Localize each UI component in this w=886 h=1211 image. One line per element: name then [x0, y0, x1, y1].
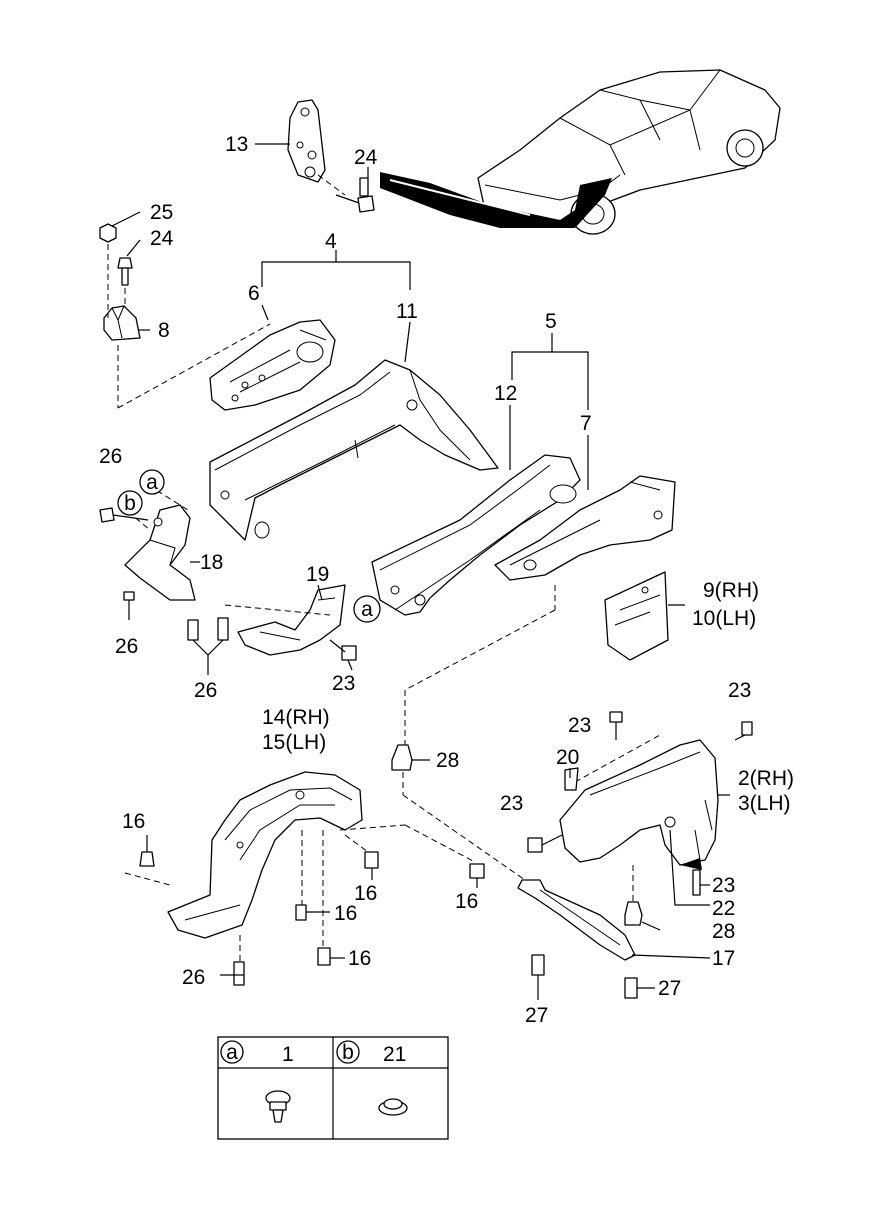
callout-2: 2(RH): [738, 767, 794, 790]
callout-23: 23: [500, 792, 523, 815]
callout-15: 15(LH): [262, 731, 326, 754]
part-11-side-member-lh: [209, 359, 499, 541]
callout-20: 20: [556, 746, 579, 769]
legend-part-1: 1: [282, 1043, 294, 1066]
callout-4: 4: [325, 230, 337, 253]
svg-text:a: a: [146, 471, 158, 494]
callout-13: 13: [225, 133, 248, 156]
part-28-clip: [391, 744, 643, 926]
marker-b: b: [117, 490, 143, 516]
part-17-strip: [517, 879, 636, 961]
bolt-icon: [117, 257, 133, 286]
callout-18: 18: [200, 551, 223, 574]
callout-26: 26: [182, 966, 205, 989]
callout-6: 6: [248, 282, 260, 305]
callout-14: 14(RH): [262, 706, 330, 729]
callout-26: 26: [99, 445, 122, 468]
callout-10: 10(LH): [692, 607, 756, 630]
grommet-plug-icon: [378, 1098, 408, 1116]
part-20-bracket: [564, 767, 579, 791]
nut-icon: [99, 223, 117, 243]
callout-25: 25: [150, 201, 173, 224]
marker-a-lower: a: [353, 595, 381, 623]
legend-marker-b: b: [336, 1040, 360, 1064]
callout-16: 16: [354, 882, 377, 905]
callout-16: 16: [122, 810, 145, 833]
callout-24: 24: [150, 227, 174, 250]
part-8-mount: [103, 305, 141, 341]
rivet-clip-icon: [265, 1090, 291, 1123]
part-7-apron-rh: [494, 475, 676, 581]
bolt-icon: [123, 591, 135, 620]
callout-26: 26: [194, 679, 217, 702]
callout-23: 23: [332, 672, 355, 695]
leader-lines: [111, 143, 730, 1000]
part-9-10-reinforcement: [604, 571, 669, 661]
callout-5: 5: [545, 310, 557, 333]
callout-28: 28: [712, 920, 735, 943]
callout-7: 7: [580, 412, 592, 435]
bolt-icon: [187, 617, 357, 661]
callout-12: 12: [494, 382, 517, 405]
callout-23: 23: [728, 679, 751, 702]
callout-3: 3(LH): [738, 792, 791, 815]
marker-a-upper: a: [139, 469, 165, 495]
callout-23: 23: [712, 874, 735, 897]
part-18-bracket: [124, 504, 196, 601]
callout-16: 16: [348, 947, 371, 970]
callout-8: 8: [158, 319, 170, 342]
callout-27: 27: [525, 1004, 548, 1027]
legend-table: a 1 b 21: [217, 1036, 449, 1140]
callout-26: 26: [115, 635, 138, 658]
callout-labels: 13 24 25 24 4 6 11 8 5 12 7 26 18 19 26 …: [99, 133, 794, 1027]
bolt-icon: [527, 711, 753, 999]
callout-22: 22: [712, 897, 735, 920]
part-14-15-inner-fender: [167, 771, 363, 939]
callout-11: 11: [396, 300, 418, 323]
callout-9: 9(RH): [703, 579, 759, 602]
car-outline-icon: [380, 69, 781, 235]
svg-text:b: b: [342, 1041, 354, 1064]
svg-text:a: a: [361, 598, 373, 621]
bolt-icon: [335, 177, 375, 213]
callout-16: 16: [334, 902, 357, 925]
part-6-apron-upper: [209, 319, 336, 411]
callout-28: 28: [436, 749, 459, 772]
callout-19: 19: [306, 563, 329, 586]
callout-16: 16: [455, 890, 478, 913]
part-2-3-front-fender: [559, 739, 719, 870]
legend-marker-a: a: [220, 1040, 244, 1064]
svg-text:b: b: [124, 492, 136, 515]
callout-23: 23: [568, 714, 591, 737]
callout-17: 17: [712, 947, 735, 970]
svg-text:a: a: [226, 1041, 238, 1064]
part-13-bracket: [287, 99, 326, 183]
legend-part-21: 21: [383, 1043, 406, 1066]
callout-24: 24: [354, 146, 378, 169]
callout-27: 27: [658, 977, 681, 1000]
bolt-icon: [139, 851, 485, 986]
part-12-side-member-rh: [371, 454, 581, 616]
bolt-icon: [99, 507, 149, 523]
part-19-bracket: [237, 584, 346, 656]
